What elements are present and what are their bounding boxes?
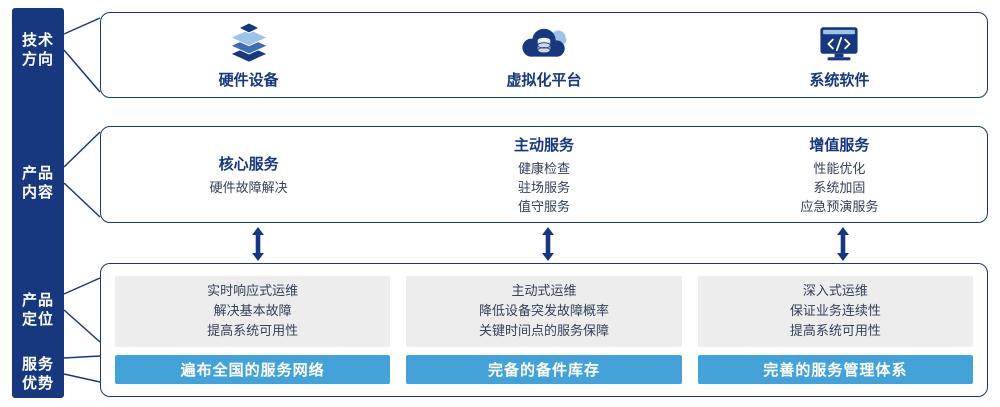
tech-label: 系统软件	[809, 72, 870, 89]
service-title: 主动服务	[513, 136, 574, 154]
sidebar-label-product-positioning: 产品 定位	[21, 292, 54, 328]
service-title: 核心服务	[218, 155, 279, 173]
service-col-core: 核心服务 硬件故障解决	[101, 127, 396, 222]
positioning-box: 实时响应式运维 解决基本故障 提高系统可用性	[115, 276, 391, 347]
positioning-box: 主动式运维 降低设备突发故障概率 关键时间点的服务保障	[406, 276, 682, 347]
double-arrow-icon	[837, 227, 849, 261]
sidebar-label-service-advantage: 服务 优势	[21, 356, 54, 392]
advantage-bar: 遍布全国的服务网络	[115, 354, 391, 384]
advantage-bar: 完善的服务管理体系	[697, 354, 973, 384]
service-item: 值守服务	[517, 198, 570, 214]
server-stack-icon	[225, 22, 273, 64]
positioning-col-deep: 深入式运维 保证业务连续性 提高系统可用性 完善的服务管理体系	[697, 276, 973, 384]
tech-col-hardware: 硬件设备	[101, 13, 396, 97]
tech-label: 硬件设备	[218, 72, 279, 89]
tech-col-virtualization: 虚拟化平台	[396, 13, 691, 97]
cloud-platform-icon	[517, 22, 571, 64]
positioning-box: 深入式运维 保证业务连续性 提高系统可用性	[697, 276, 973, 347]
service-item: 健康检查	[517, 160, 570, 176]
tech-direction-row: 硬件设备	[100, 12, 988, 98]
service-item: 硬件故障解决	[209, 179, 288, 195]
advantage-bar: 完备的备件库存	[406, 354, 682, 384]
sidebar-label-tech-direction: 技术 方向	[21, 32, 54, 68]
system-software-icon	[816, 22, 862, 64]
tech-col-software: 系统软件	[692, 13, 987, 97]
product-content-row: 核心服务 硬件故障解决 主动服务 健康检查 驻场服务 值守服务 增值服务 性能优…	[100, 126, 988, 223]
category-sidebar: 技术 方向 产品 内容 产品 定位 服务 优势	[12, 8, 64, 398]
double-arrow-icon	[542, 227, 554, 261]
service-item: 应急预演服务	[800, 198, 879, 214]
service-col-proactive: 主动服务 健康检查 驻场服务 值守服务	[396, 127, 691, 222]
sidebar-label-product-content: 产品 内容	[21, 165, 54, 201]
positioning-col-realtime: 实时响应式运维 解决基本故障 提高系统可用性 遍布全国的服务网络	[115, 276, 391, 384]
double-arrow-icon	[252, 227, 264, 261]
positioning-col-proactive: 主动式运维 降低设备突发故障概率 关键时间点的服务保障 完备的备件库存	[406, 276, 682, 384]
service-item: 性能优化	[813, 160, 866, 176]
service-item: 驻场服务	[517, 179, 570, 195]
service-title: 增值服务	[809, 136, 870, 154]
positioning-row: 实时响应式运维 解决基本故障 提高系统可用性 遍布全国的服务网络 主动式运维 降…	[100, 263, 988, 397]
service-col-value-added: 增值服务 性能优化 系统加固 应急预演服务	[692, 127, 987, 222]
tech-label: 虚拟化平台	[506, 72, 582, 89]
service-item: 系统加固	[813, 179, 866, 195]
